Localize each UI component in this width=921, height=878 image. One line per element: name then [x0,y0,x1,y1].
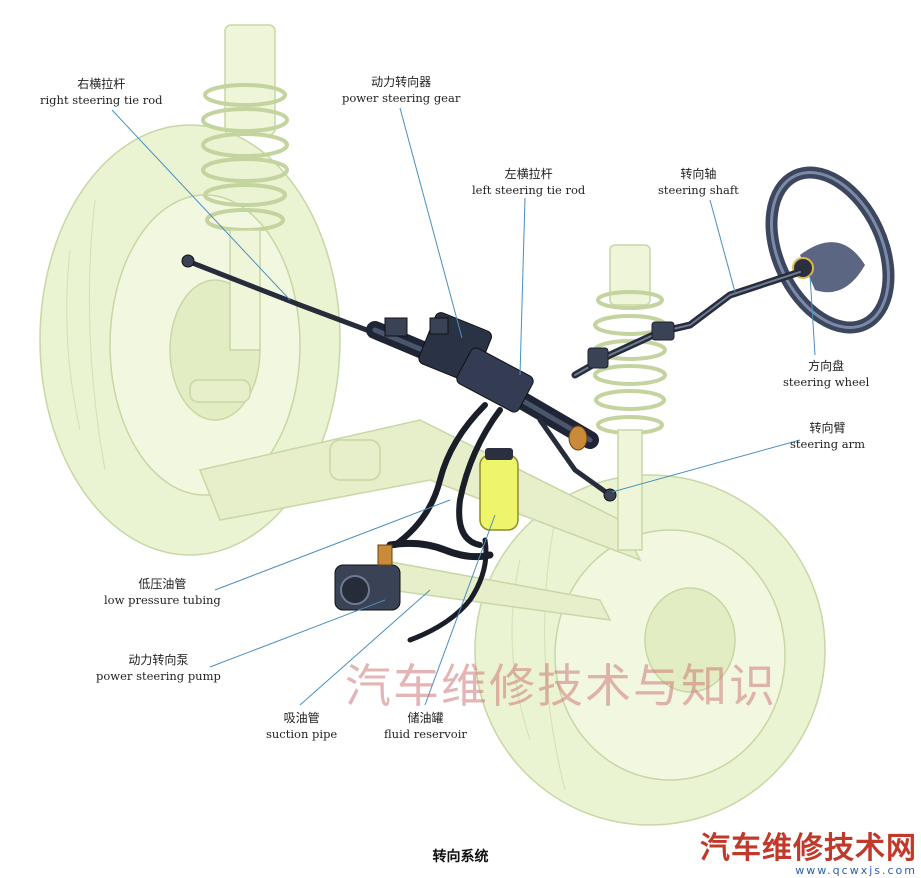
label-power-steering-gear: 动力转向器 power steering gear [342,74,460,106]
power-steering-pump-part [334,544,401,611]
label-left-tie-rod: 左横拉杆 left steering tie rod [472,166,585,198]
label-fluid-reservoir-en: fluid reservoir [384,727,467,741]
steering-wheel-part [765,166,895,334]
label-right-tie-rod-en: right steering tie rod [40,93,163,107]
label-power-steering-pump: 动力转向泵 power steering pump [96,652,221,684]
label-low-pressure-tubing: 低压油管 low pressure tubing [104,576,221,608]
label-left-tie-rod-en: left steering tie rod [472,183,586,197]
label-right-tie-rod-zh: 右横拉杆 [77,77,126,91]
label-steering-arm: 转向臂 steering arm [790,420,865,452]
label-power-steering-gear-zh: 动力转向器 [371,75,432,89]
label-low-pressure-tubing-en: low pressure tubing [104,593,221,607]
steering-rack-part [181,254,617,502]
watermark-text: 汽车维修技术与知识 [345,659,777,713]
label-steering-arm-en: steering arm [790,437,865,451]
site-logo-url: www.qcwxjs.com [795,864,917,877]
leader-lines [111,107,816,706]
label-steering-wheel: 方向盘 steering wheel [783,358,869,390]
label-fluid-reservoir: 储油罐 fluid reservoir [384,710,467,742]
label-power-steering-pump-en: power steering pump [96,669,221,683]
steering-shaft-part [571,268,804,379]
site-logo: 汽车维修技术网 www.qcwxjs.com [700,831,917,878]
label-steering-shaft-zh: 转向轴 [680,167,717,181]
label-suction-pipe-zh: 吸油管 [283,711,320,725]
figure-caption: 转向系统 [432,849,489,865]
label-steering-arm-zh: 转向臂 [809,421,846,435]
label-low-pressure-tubing-zh: 低压油管 [138,577,187,591]
label-right-tie-rod: 右横拉杆 right steering tie rod [40,76,163,108]
label-steering-wheel-zh: 方向盘 [808,359,845,373]
hydraulic-part [386,402,503,643]
label-steering-shaft: 转向轴 steering shaft [658,166,739,198]
label-left-tie-rod-zh: 左横拉杆 [504,167,553,181]
label-steering-wheel-en: steering wheel [783,375,870,389]
label-power-steering-pump-zh: 动力转向泵 [128,653,189,667]
label-steering-shaft-en: steering shaft [658,183,739,197]
label-fluid-reservoir-zh: 储油罐 [407,711,444,725]
site-logo-name: 汽车维修技术网 [700,831,917,866]
label-suction-pipe: 吸油管 suction pipe [266,710,337,742]
fluid-reservoir-part [479,448,519,531]
label-power-steering-gear-en: power steering gear [342,91,461,105]
chassis-background [39,24,826,826]
label-suction-pipe-en: suction pipe [266,727,338,741]
